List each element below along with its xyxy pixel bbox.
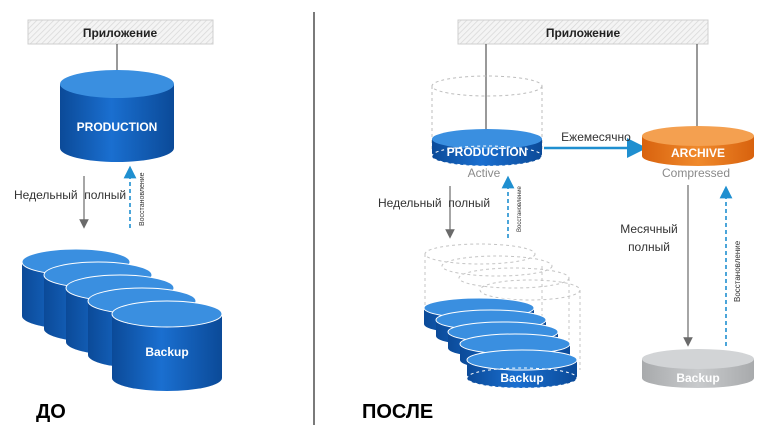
monthly-arrow-label: Ежемесячно — [561, 130, 631, 144]
right-panel: Приложение PRODUCTION Active Ежемесячно … — [362, 19, 754, 423]
right-app-box — [457, 19, 709, 45]
archive-restore-label: Восстановление — [733, 240, 742, 302]
right-production-cylinder — [431, 129, 543, 167]
left-production-label: PRODUCTION — [77, 120, 158, 134]
right-weekly-full-label: Недельный полный — [378, 196, 490, 210]
right-app-label: Приложение — [546, 26, 621, 40]
archive-backup-cylinder — [642, 349, 754, 388]
archive-sublabel: Compressed — [662, 166, 730, 180]
right-backup-label: Backup — [500, 371, 543, 385]
right-backup-stack — [423, 297, 578, 389]
right-production-sublabel: Active — [468, 166, 501, 180]
right-caption: ПОСЛЕ — [362, 401, 433, 423]
archive-label: ARCHIVE — [671, 146, 725, 160]
archive-backup-label: Backup — [676, 371, 719, 385]
left-production-cylinder — [60, 70, 174, 162]
monthly-full-label-line1: Месячный — [620, 222, 678, 236]
backup-ghost-outlines — [424, 243, 581, 370]
right-production-label: PRODUCTION — [447, 145, 528, 159]
archive-cylinder — [642, 126, 754, 166]
left-app-label: Приложение — [83, 26, 158, 40]
production-ghost-outline — [431, 75, 543, 150]
monthly-full-label-line2: полный — [628, 240, 670, 254]
left-restore-label: Восстановление — [139, 172, 146, 226]
left-backup-label: Backup — [145, 345, 188, 359]
right-restore-label-small: Восстановление — [517, 185, 523, 232]
left-app-box — [27, 19, 214, 45]
left-panel: Приложение PRODUCTION Недельный полный В… — [14, 19, 223, 423]
left-caption: ДО — [36, 401, 66, 423]
left-weekly-full-label: Недельный полный — [14, 188, 126, 202]
left-backup-stack — [21, 248, 223, 391]
